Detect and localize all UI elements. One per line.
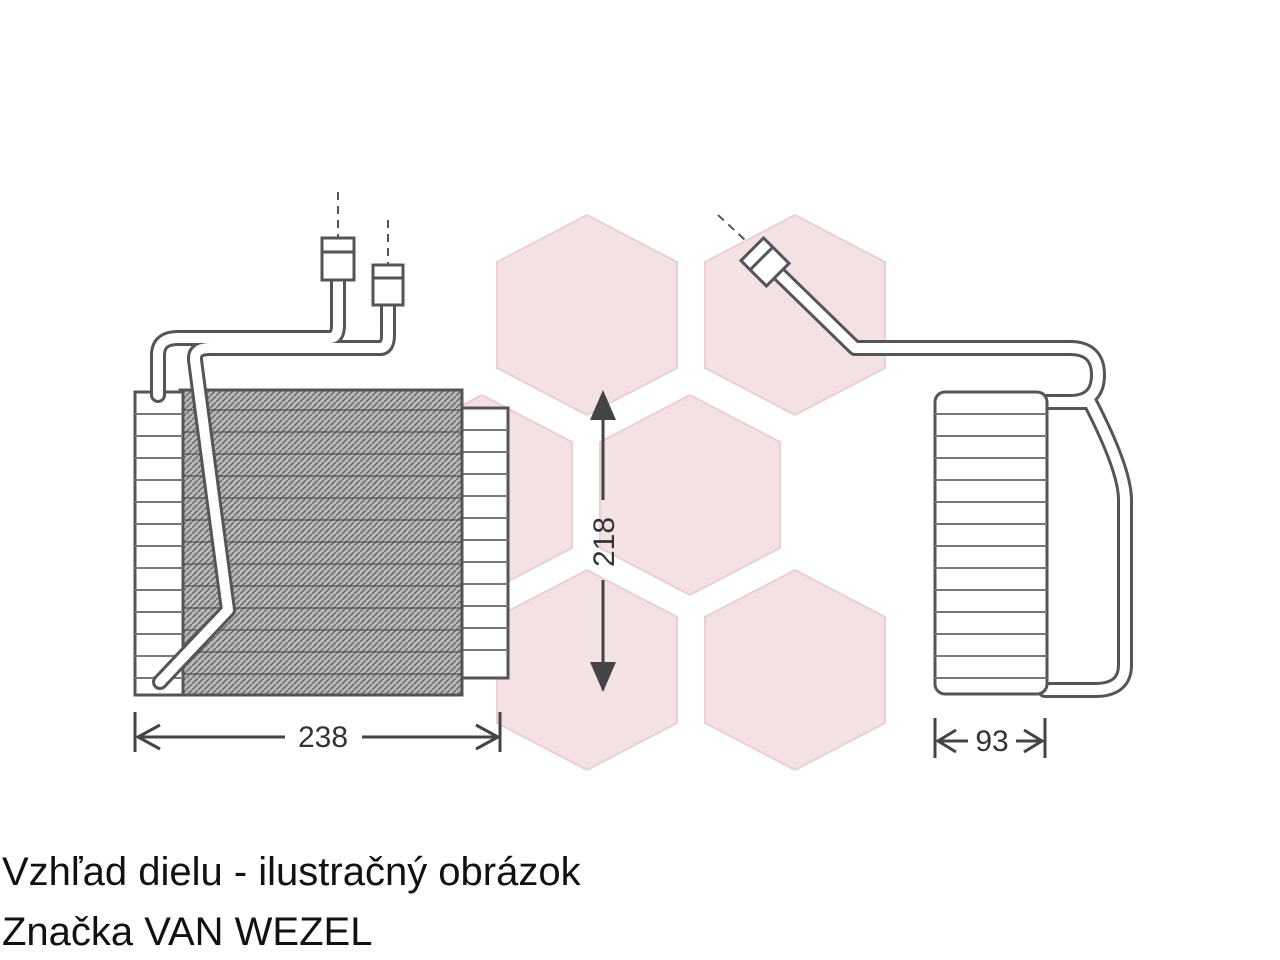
dimension-depth bbox=[933, 718, 1047, 758]
dimension-height bbox=[590, 390, 616, 692]
evaporator-side-view bbox=[717, 214, 1133, 698]
dimension-width-label: 238 bbox=[298, 721, 348, 754]
dimension-height-label: 218 bbox=[588, 517, 621, 567]
dimension-depth-label: 93 bbox=[975, 725, 1008, 758]
evaporator-technical-drawing: 218 238 93 bbox=[133, 192, 1133, 772]
brand-label: Značka VAN WEZEL bbox=[2, 910, 373, 954]
illustration-note: Vzhľad dielu - ilustračný obrázok bbox=[2, 850, 581, 894]
dimension-width bbox=[133, 712, 502, 752]
evaporator-front-view bbox=[133, 192, 510, 697]
